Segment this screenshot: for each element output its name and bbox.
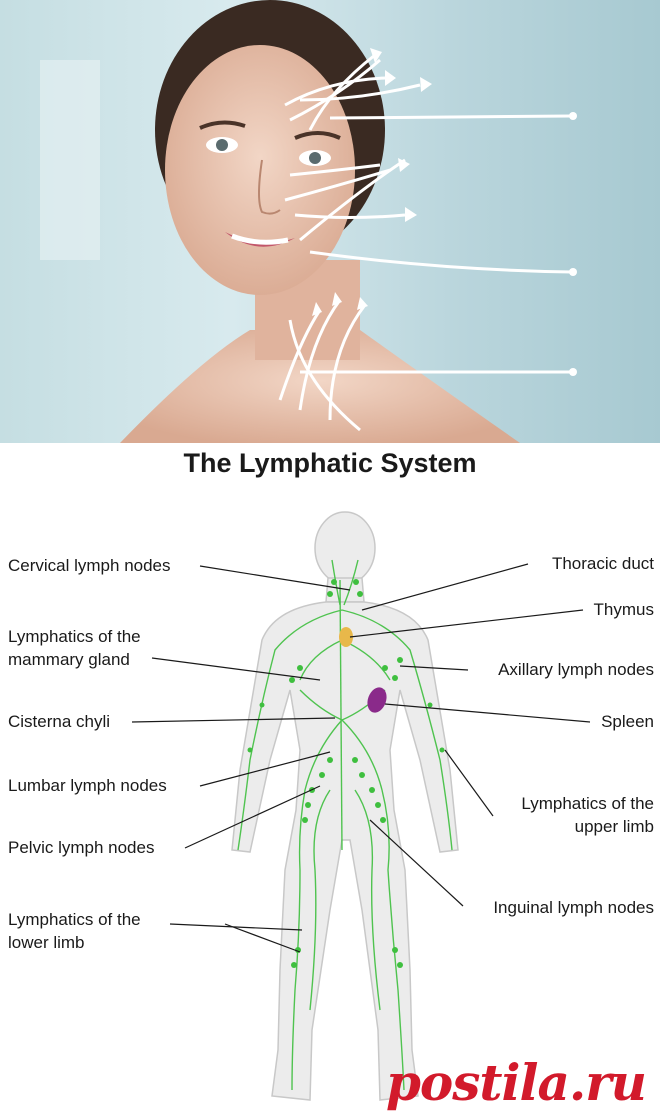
lymphatic-diagram: Cervical lymph nodes Lymphatics of the m… [0,490,660,1116]
right-iris [309,152,321,164]
label-mammary-line2: mammary gland [8,650,130,669]
neck-arrow-4 [288,319,361,432]
cheek-arrow-2 [284,168,391,202]
leader-lowerlimb-2 [224,923,301,953]
leader-lumbar [199,751,331,787]
label-upperlimb-line1: Lymphatics of the [521,794,654,813]
label-spleen: Spleen [601,712,654,731]
forehead-arrow-1 [284,76,386,107]
cheek-arrow-1 [289,163,381,177]
label-upperlimb-line2: upper limb [574,817,654,836]
leader-inguinal [369,819,464,907]
label-inguinal-lymph-nodes: Inguinal lymph nodes [493,898,654,917]
leader-upperlimb [444,749,494,817]
teeth [231,233,289,245]
leader-axillary [399,665,469,671]
leader-lines [131,563,591,953]
label-lowerlimb-line1: Lymphatics of the [8,910,141,929]
leader-line-middle [309,250,573,274]
arrow-heads [312,48,577,376]
label-lowerlimb-line2: lower limb [8,933,85,952]
lymph-nodes [247,579,445,968]
leader-cisterna [131,717,336,723]
body-illustration [131,511,591,1101]
label-lumbar-lymph-nodes: Lumbar lymph nodes [8,776,167,795]
cheek-arrow-3 [294,213,406,219]
leader-spleen [384,703,591,723]
spleen-organ [367,687,387,713]
left-brow [199,120,246,130]
leader-mammary [151,657,321,681]
neck-arrow-1 [278,309,322,401]
massage-arrows [278,53,573,432]
face-massage-photo [0,0,660,443]
forehead-arrow-4 [299,83,421,102]
face-illustration [40,0,577,443]
leader-thymus [349,609,584,638]
leader-pelvic [184,785,321,849]
neck-arrow-2 [298,299,342,411]
label-pelvic-lymph-nodes: Pelvic lymph nodes [8,838,155,857]
left-iris [216,139,228,151]
nose [258,159,281,215]
label-cisterna-chyli: Cisterna chyli [8,712,111,731]
watermark-logo: postila.ru [385,1053,647,1112]
diagram-title: The Lymphatic System [183,448,477,478]
thymus-organ [339,627,353,647]
forehead-arrow-2 [308,53,376,131]
label-thymus: Thymus [593,600,654,619]
leader-thoracic [361,563,529,611]
leader-lowerlimb-1 [169,923,303,931]
lymph-vessels [237,559,453,1091]
label-axillary-lymph-nodes: Axillary lymph nodes [498,660,654,679]
forehead-arrow-3 [289,58,381,122]
body-silhouette [231,511,459,1101]
label-mammary-line1: Lymphatics of the [8,627,141,646]
label-cervical-lymph-nodes: Cervical lymph nodes [8,556,171,575]
leader-line-top [329,114,573,120]
background-blur [40,60,100,260]
neck-arrow-3 [328,304,367,421]
label-thoracic-duct: Thoracic duct [551,554,654,573]
cheek-arrow-4 [299,158,406,242]
right-brow [294,131,341,140]
leader-cervical [199,565,351,591]
